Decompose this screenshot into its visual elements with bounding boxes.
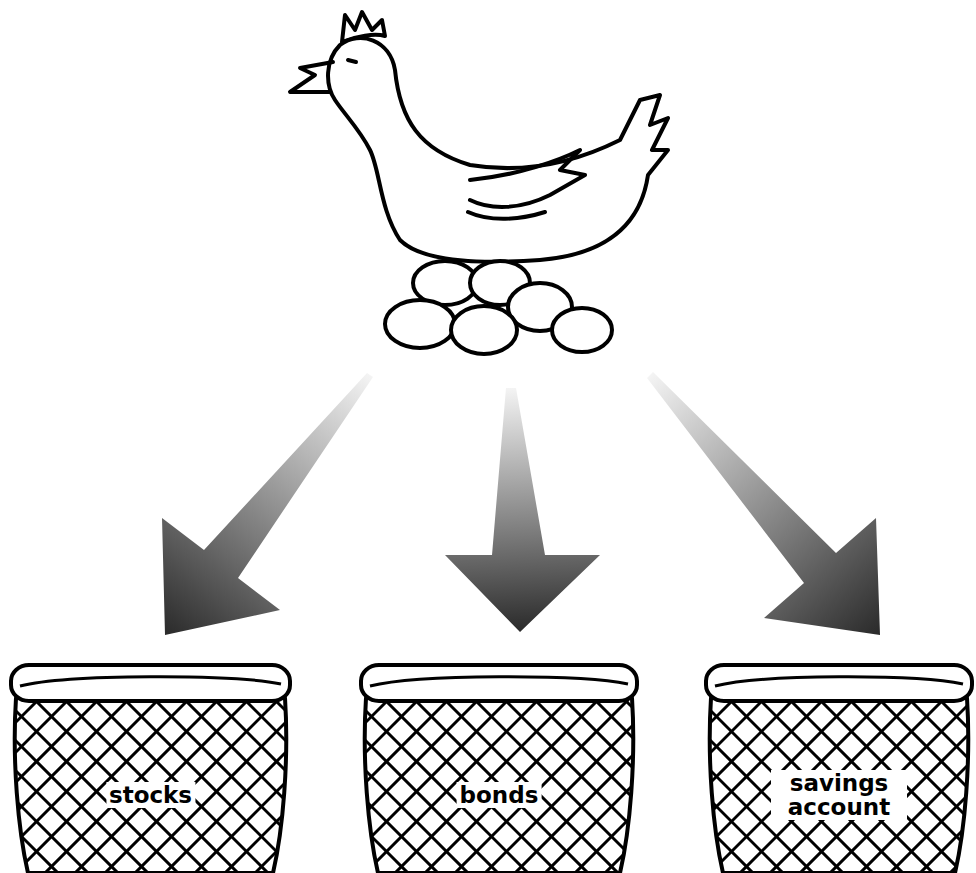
basket-outline xyxy=(8,660,293,873)
basket-label: bonds xyxy=(457,782,542,808)
basket-outline xyxy=(703,660,975,873)
eggs xyxy=(385,261,612,354)
gradient-arrow xyxy=(445,388,600,632)
gradient-arrow xyxy=(647,372,880,635)
hen xyxy=(290,12,668,262)
basket-outline xyxy=(358,660,640,873)
gradient-arrow xyxy=(162,373,373,635)
basket-label: savings account xyxy=(771,770,907,820)
basket: bonds xyxy=(358,660,640,873)
basket: savings account xyxy=(703,660,975,873)
basket-label: stocks xyxy=(106,782,195,808)
basket: stocks xyxy=(8,660,293,873)
